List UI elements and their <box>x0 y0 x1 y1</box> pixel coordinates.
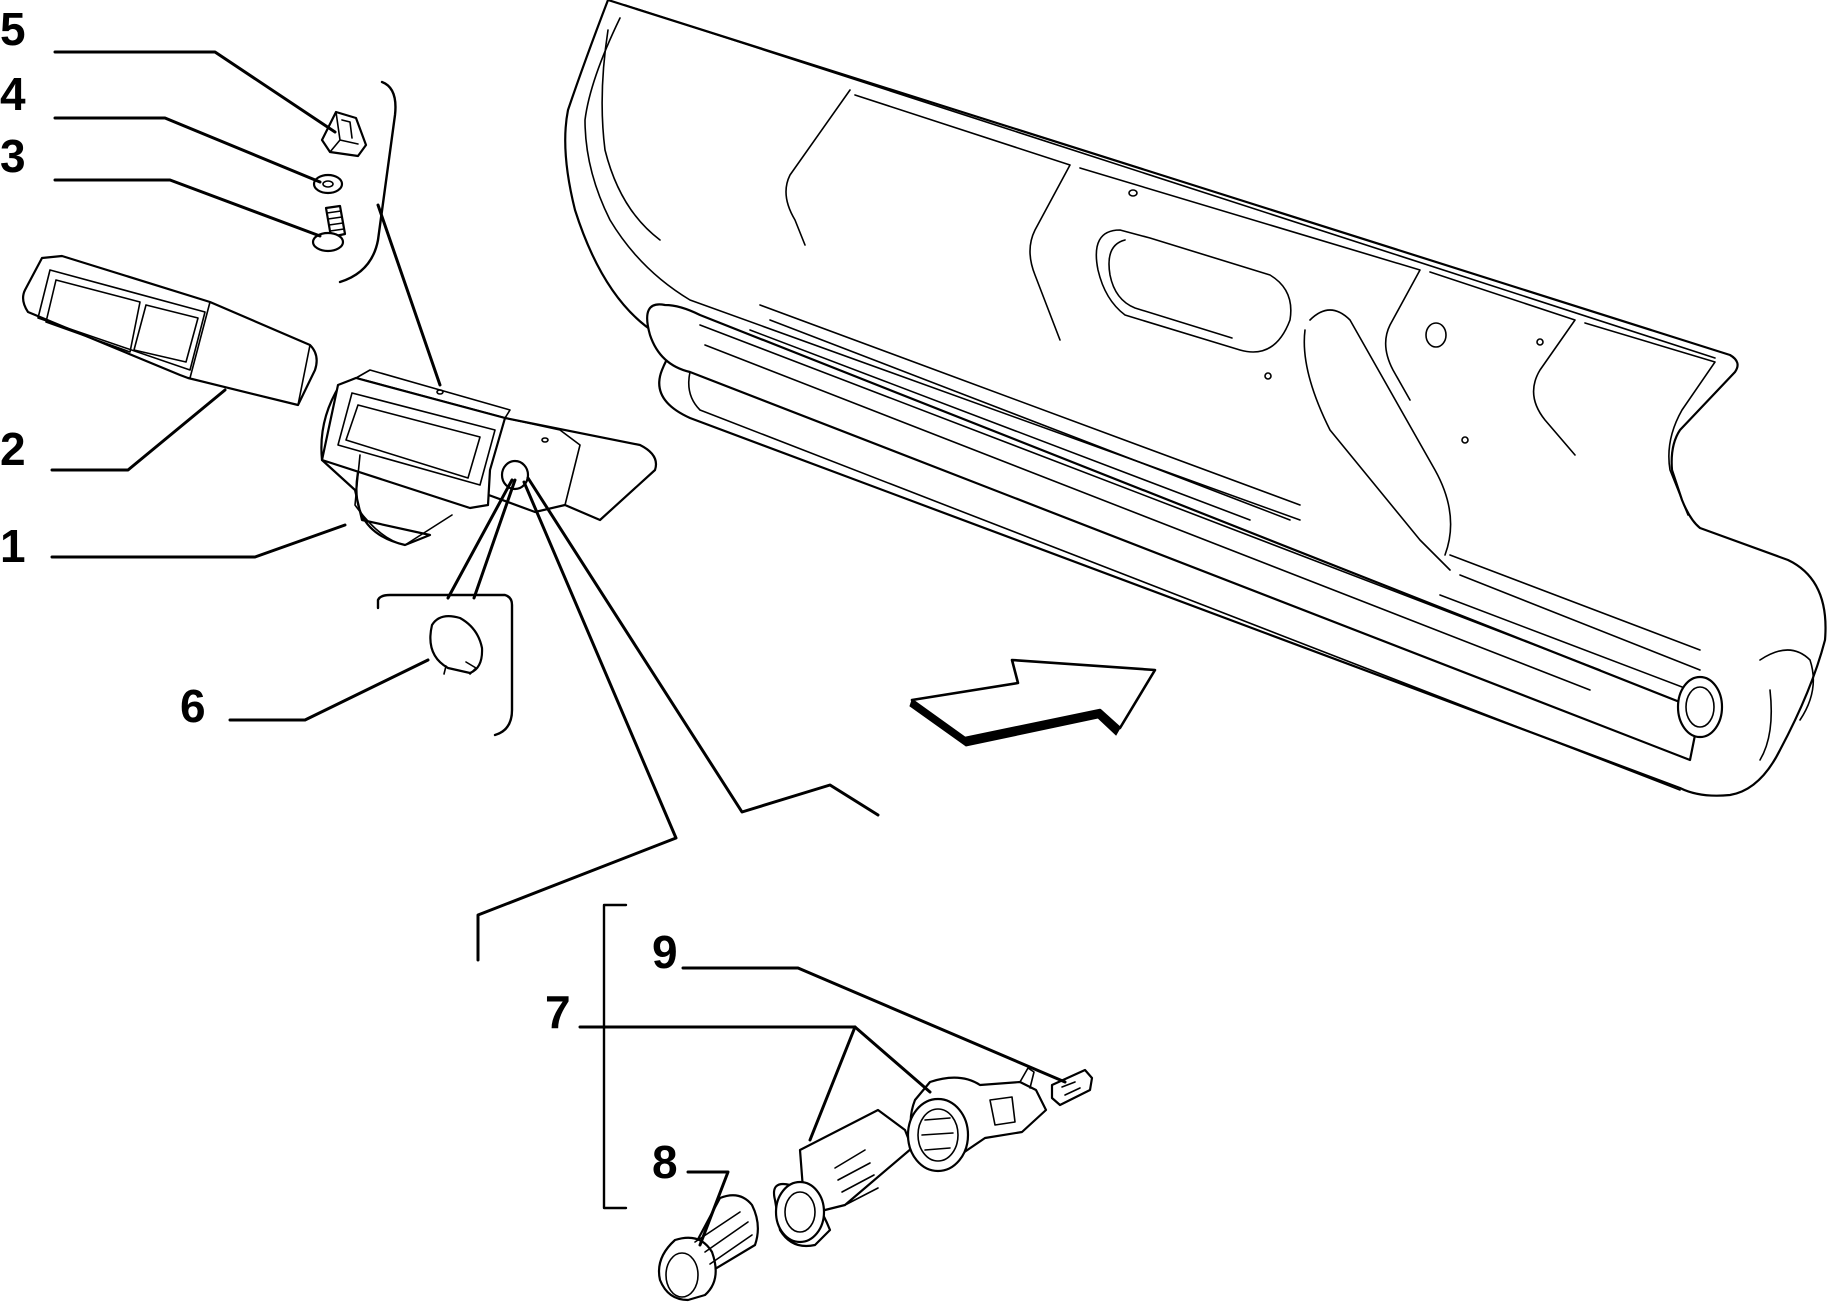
leader-lines <box>50 50 1067 1247</box>
direction-arrow <box>909 658 1157 747</box>
callout-1: 1 <box>0 520 26 572</box>
callout-8: 8 <box>652 1136 678 1188</box>
leader-5 <box>53 50 337 134</box>
callout-6: 6 <box>180 680 206 732</box>
group-brackets <box>338 80 628 1210</box>
callout-3: 3 <box>0 130 26 182</box>
leader-6 <box>228 658 430 722</box>
leader-8 <box>686 1170 730 1247</box>
leader-2 <box>50 388 227 472</box>
leader-to-panel <box>526 476 880 817</box>
leader-3 <box>53 178 322 238</box>
leader-9 <box>681 966 1067 1084</box>
callout-2: 2 <box>0 423 26 475</box>
callout-4: 4 <box>0 68 26 120</box>
leader-4 <box>53 116 322 184</box>
leader-1 <box>50 523 347 559</box>
part-2-bezel <box>21 254 318 407</box>
callout-7: 7 <box>545 986 571 1038</box>
callout-9: 9 <box>652 926 678 978</box>
dashboard-panel <box>564 0 1827 797</box>
part-3-screw <box>311 204 347 253</box>
part-7-lighter-socket <box>906 1067 1048 1173</box>
leader-7b <box>853 1025 932 1094</box>
callout-5: 5 <box>0 3 26 55</box>
leader-7 <box>578 1025 857 1142</box>
leader-to-6a <box>446 478 514 600</box>
part-8-plug <box>657 1194 759 1302</box>
part-4-washer <box>312 173 344 195</box>
part-7-lighter-body <box>772 1108 914 1248</box>
part-9-bulb <box>1050 1068 1094 1107</box>
leader-to-lighter <box>476 480 678 962</box>
leader-housing-top <box>376 203 442 387</box>
leader-to-6b <box>472 478 517 600</box>
part-6-cap <box>429 615 484 675</box>
part-5-clip <box>320 110 368 158</box>
callout-labels: 5 4 3 2 1 6 9 7 8 <box>0 3 678 1188</box>
part-1-housing <box>320 369 658 547</box>
